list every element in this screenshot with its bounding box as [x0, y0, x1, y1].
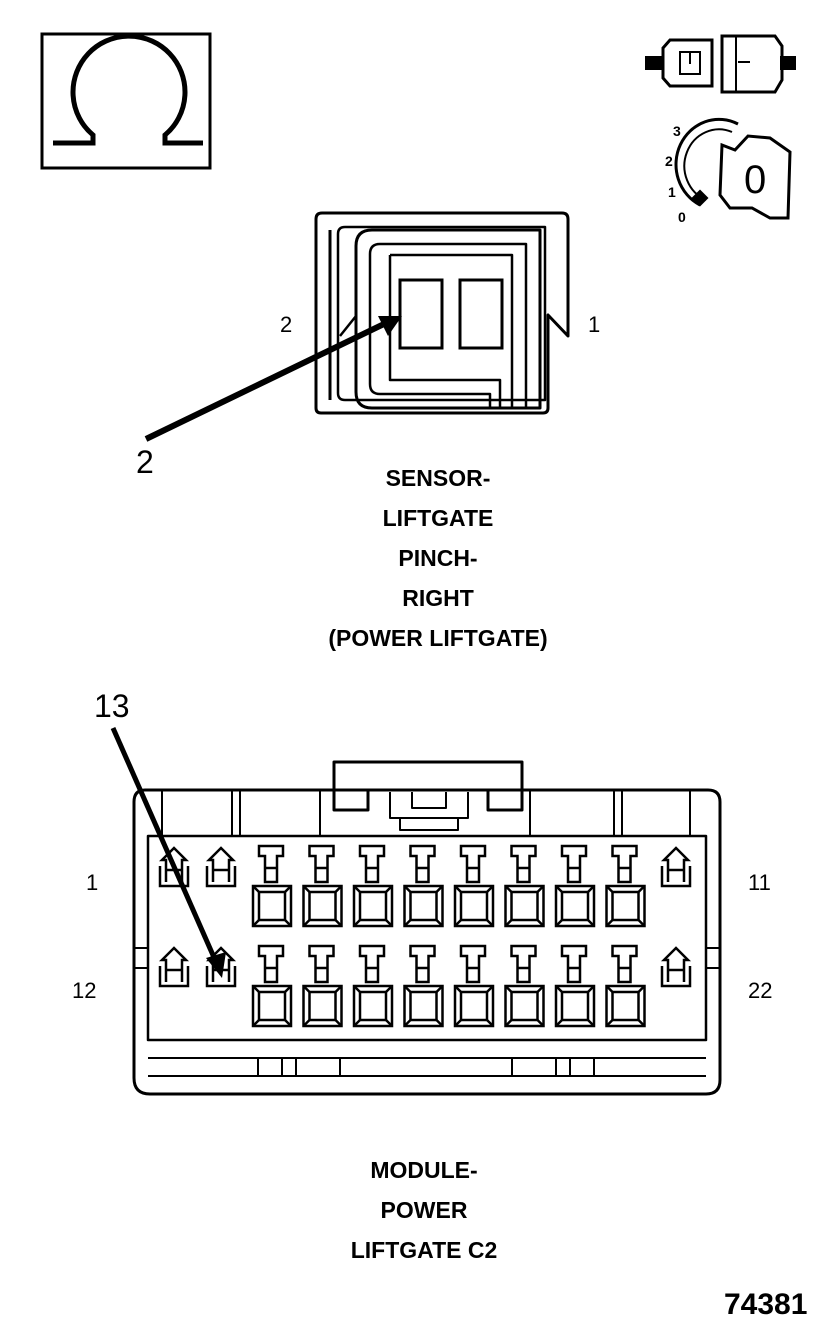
module-terminal-cavity	[302, 944, 343, 1028]
unplugged-connector-icon	[645, 34, 796, 94]
module-terminal-cavity	[251, 844, 293, 928]
sensor-callout-number: 2	[136, 444, 154, 480]
module-connector-housing	[132, 760, 722, 1096]
sensor-pin-label-left: 2	[280, 312, 293, 337]
sensor-title-line-5: (POWER LIFTGATE)	[328, 625, 548, 651]
ignition-key-label: 0	[744, 158, 767, 202]
module-terminal-cavity	[251, 944, 293, 1028]
sensor-title-line-4: RIGHT	[402, 585, 474, 611]
ignition-position-1: 1	[668, 184, 676, 200]
sensor-connector-title: SENSOR- LIFTGATE PINCH- RIGHT (POWER LIF…	[238, 458, 638, 658]
module-terminal-cavity	[403, 944, 444, 1028]
sensor-connector-housing	[314, 211, 570, 415]
module-callout-line	[110, 726, 219, 964]
sensor-callout-arrowhead	[378, 316, 402, 336]
sensor-title-line-1: SENSOR-	[385, 465, 491, 491]
sensor-title-line-3: PINCH-	[398, 545, 478, 571]
module-latch-cavity	[660, 946, 692, 988]
ohm-symbol-icon	[40, 32, 212, 170]
module-latch-cavity	[660, 846, 692, 888]
ignition-key-icon	[674, 117, 792, 220]
module-callout-number: 13	[94, 688, 130, 724]
ignition-position-0: 0	[678, 209, 686, 225]
module-terminal-cavity	[453, 844, 495, 928]
module-row1-right-label: 11	[748, 870, 771, 895]
module-title-line-2: POWER	[380, 1197, 468, 1223]
sensor-callout-arrow	[144, 320, 388, 442]
module-connector-title: MODULE- POWER LIFTGATE C2	[224, 1150, 624, 1270]
ignition-position-2: 2	[665, 153, 673, 169]
module-terminal-cavity	[504, 944, 545, 1028]
module-latch-cavity	[205, 846, 237, 888]
module-terminal-cavity	[453, 944, 495, 1028]
module-terminal-cavity	[554, 944, 596, 1028]
sensor-pin-2-cavity	[398, 278, 444, 350]
module-terminal-cavity	[554, 844, 596, 928]
ignition-position-3: 3	[673, 123, 681, 139]
module-title-line-1: MODULE-	[370, 1157, 478, 1183]
module-terminal-cavity	[504, 844, 545, 928]
module-terminal-cavity	[352, 944, 394, 1028]
module-callout-arrowhead	[206, 952, 226, 978]
module-row2-right-label: 22	[748, 978, 773, 1003]
module-latch-cavity	[158, 946, 190, 988]
module-terminal-cavity	[302, 844, 343, 928]
sensor-pin-1-cavity	[458, 278, 504, 350]
sensor-pin-label-right: 1	[588, 312, 601, 337]
module-cavity-array	[158, 844, 692, 1028]
sensor-title-line-2: LIFTGATE	[382, 505, 494, 531]
figure-number: 74381	[724, 1288, 808, 1321]
module-title-line-3: LIFTGATE C2	[350, 1237, 498, 1263]
module-terminal-cavity	[403, 844, 444, 928]
module-terminal-cavity	[352, 844, 394, 928]
module-row1-left-label: 1	[86, 870, 99, 895]
module-terminal-cavity	[605, 844, 646, 928]
module-terminal-cavity	[605, 944, 646, 1028]
module-row2-left-label: 12	[72, 978, 97, 1003]
